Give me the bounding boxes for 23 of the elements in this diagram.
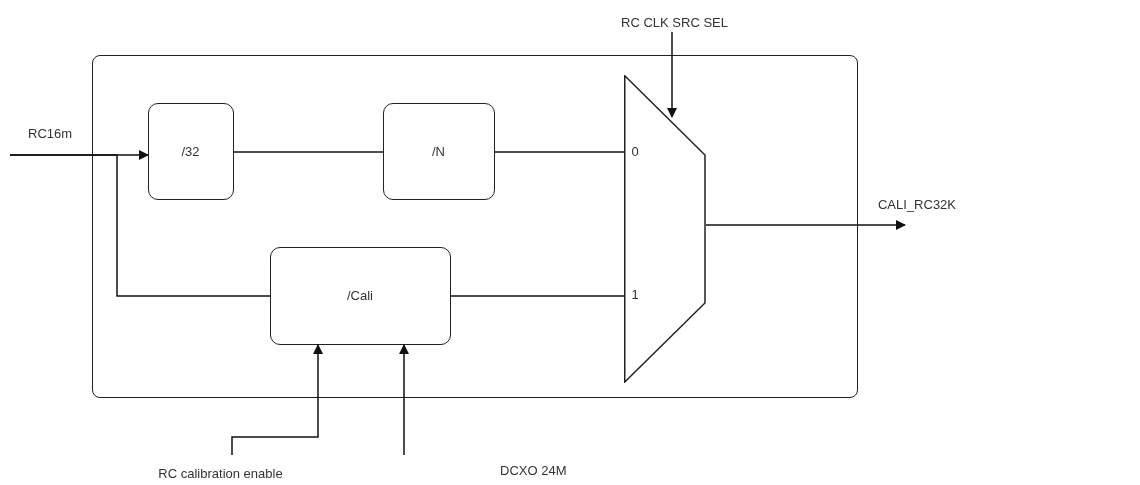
divider-block: [269, 246, 451, 345]
arrow: [667, 31, 677, 118]
arrow: [231, 344, 323, 456]
connector-line: [494, 151, 625, 153]
block-label: /N: [432, 143, 445, 159]
signal-label: DCXO 24M: [500, 463, 567, 478]
connector-line: [233, 151, 384, 153]
block-label: /Cali: [347, 288, 373, 303]
divider-block: [382, 102, 495, 200]
arrow: [399, 344, 409, 456]
divider-block: [147, 102, 234, 200]
connector-line: [450, 295, 625, 297]
signal-label: RC16m: [28, 126, 73, 141]
connector-line: [9, 154, 271, 297]
block-label: /32: [181, 143, 200, 159]
input-label: 1: [631, 286, 639, 302]
arrow: [705, 220, 906, 230]
signal-label: RC calibration enable: [158, 466, 283, 481]
module-frame: [92, 55, 858, 398]
input-label: 0: [631, 143, 639, 159]
multiplexer: [623, 74, 706, 383]
signal-label: RC CLK SRC SEL: [621, 14, 728, 30]
signal-label: CALI_RC32K: [877, 197, 956, 212]
